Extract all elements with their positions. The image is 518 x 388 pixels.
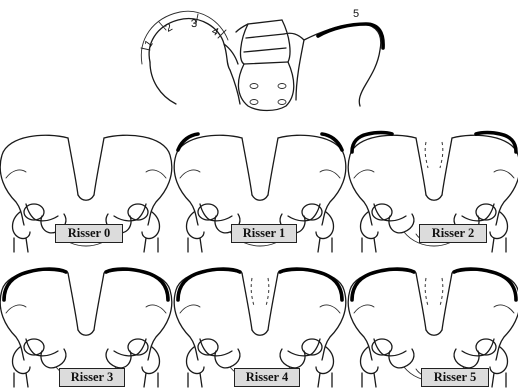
risser-0-label: Risser 0: [55, 224, 123, 243]
top-pelvis-illustration: [141, 11, 383, 110]
zone-label-5: 5: [353, 8, 359, 20]
risser-1-label: Risser 1: [231, 224, 297, 243]
risser-2-label: Risser 2: [419, 224, 487, 243]
risser-3-label: Risser 3: [59, 368, 125, 387]
zone-label-3: 3: [190, 18, 197, 30]
risser-5-label: Risser 5: [421, 368, 489, 387]
risser-4-label: Risser 4: [234, 368, 300, 387]
